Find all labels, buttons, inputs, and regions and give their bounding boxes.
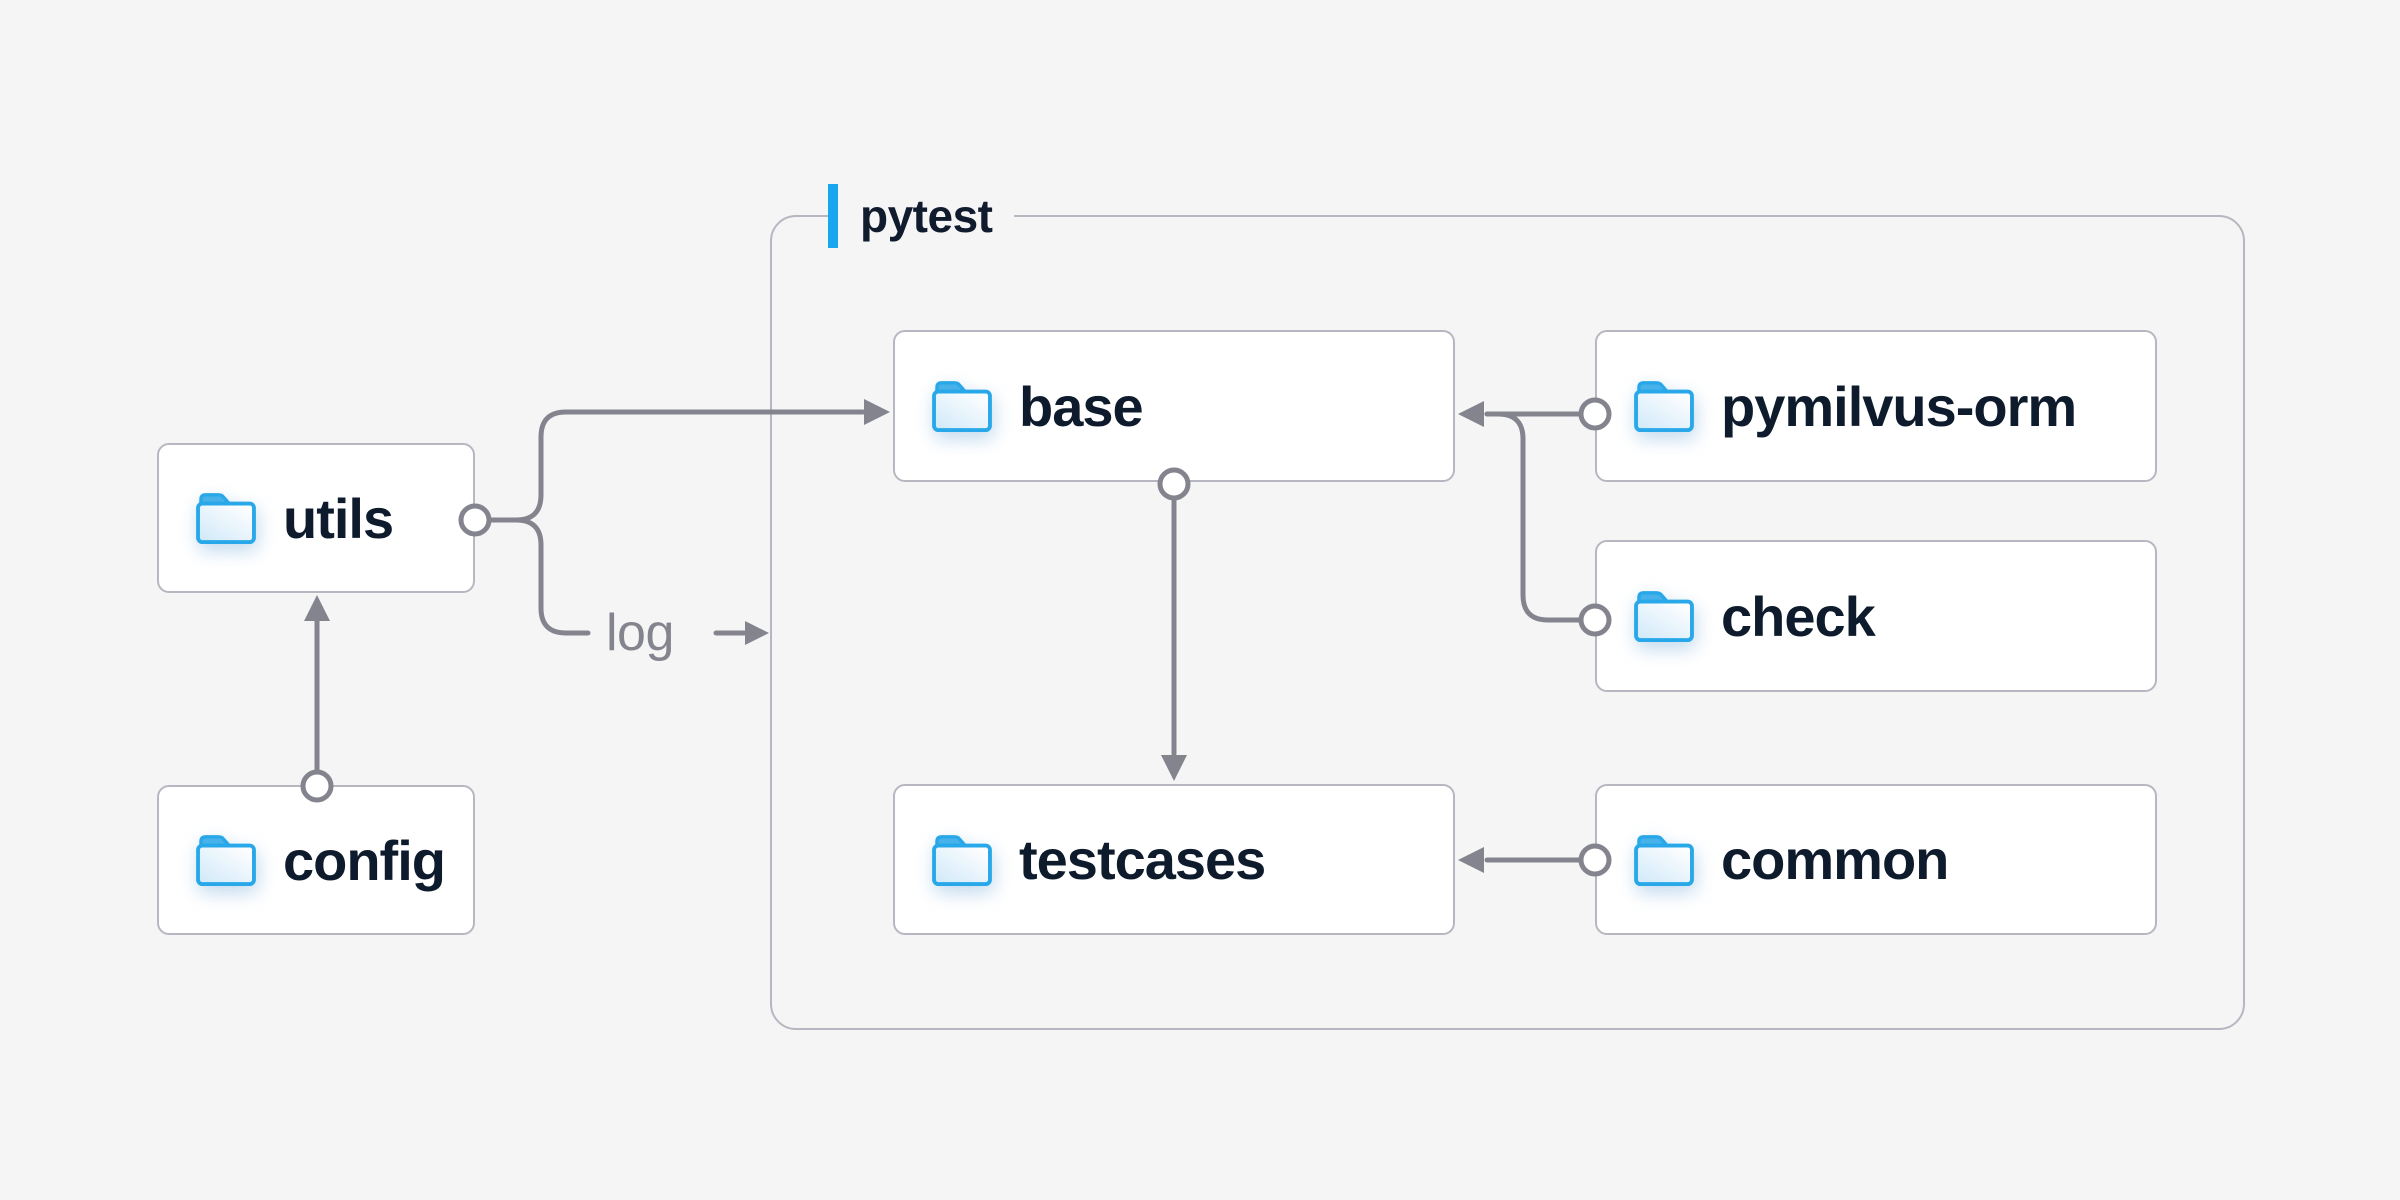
folder-icon: [932, 834, 992, 886]
node-base: base: [893, 330, 1455, 482]
node-label-check: check: [1721, 584, 1876, 648]
node-label-base: base: [1019, 374, 1144, 438]
node-common: common: [1595, 784, 2157, 935]
node-label-config: config: [283, 828, 446, 892]
node-testcases: testcases: [893, 784, 1455, 935]
edge-label-log: log: [606, 604, 674, 662]
arrowhead-up-icon: [304, 595, 330, 621]
folder-icon: [196, 835, 256, 887]
node-check: check: [1595, 540, 2157, 692]
pytest-group-label: pytest: [828, 184, 1015, 248]
pytest-group-title: pytest: [860, 190, 993, 242]
node-pymilvus-orm: pymilvus-orm: [1595, 330, 2157, 482]
node-label-utils: utils: [283, 486, 394, 550]
node-label-pymilvus-orm: pymilvus-orm: [1721, 374, 2077, 438]
accent-bar-icon: [828, 184, 838, 248]
folder-icon: [1634, 381, 1694, 433]
folder-icon: [1634, 834, 1694, 886]
edge-utils-log: [486, 517, 591, 636]
folder-icon: [932, 381, 992, 433]
node-config: config: [157, 785, 475, 935]
folder-icon: [196, 493, 256, 545]
folder-icon: [1634, 591, 1694, 643]
log-arrow-icon: [745, 621, 769, 645]
pytest-group-container: [770, 215, 2245, 1030]
node-label-common: common: [1721, 828, 1949, 891]
node-utils: utils: [157, 443, 475, 593]
node-label-testcases: testcases: [1019, 828, 1266, 891]
